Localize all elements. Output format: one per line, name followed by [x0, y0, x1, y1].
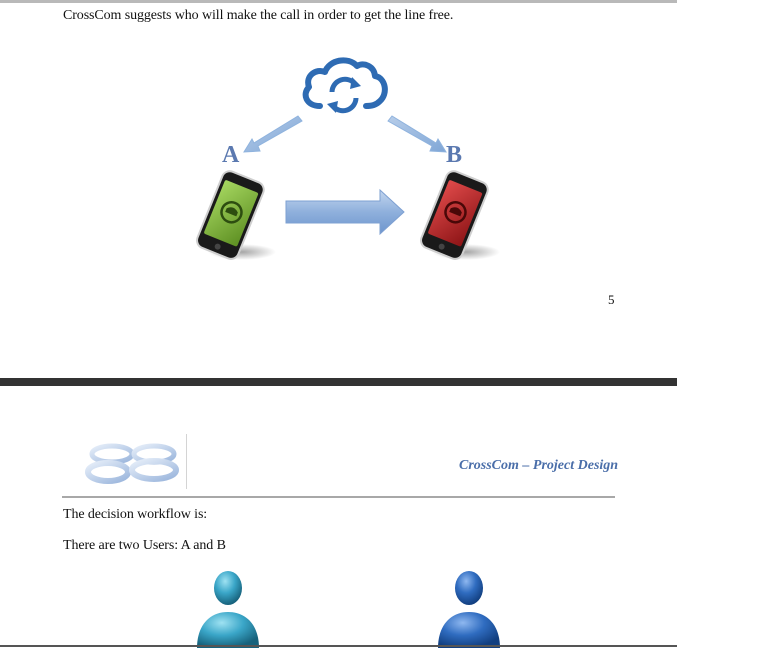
viewport-margin: [677, 0, 757, 648]
page-separator: [0, 378, 677, 386]
phone-green-icon: [196, 170, 276, 260]
page-number: 5: [608, 292, 615, 307]
workflow-text: The decision workflow is:: [63, 507, 208, 522]
phone-red-icon: [420, 170, 500, 260]
arrow-a-to-b-icon: [285, 188, 405, 236]
intro-text: CrossCom suggests who will make the call…: [63, 8, 454, 23]
cloud-sync-icon: [302, 57, 388, 114]
user-b-label: B: [446, 142, 463, 168]
crosscom-logo-icon: [85, 443, 179, 484]
logo-divider: [186, 434, 187, 489]
users-text: There are two Users: A and B: [63, 538, 226, 553]
user-cyan-icon: [197, 571, 259, 648]
header-rule: [62, 496, 615, 498]
arrow-cloud-to-a-icon: [243, 115, 303, 153]
page-bottom-edge: [0, 645, 677, 647]
arrow-cloud-to-b-icon: [387, 115, 447, 153]
page-top-edge: [0, 0, 677, 3]
user-blue-icon: [438, 571, 500, 648]
user-a-label: A: [222, 142, 240, 168]
header-title: CrossCom – Project Design: [459, 458, 619, 473]
